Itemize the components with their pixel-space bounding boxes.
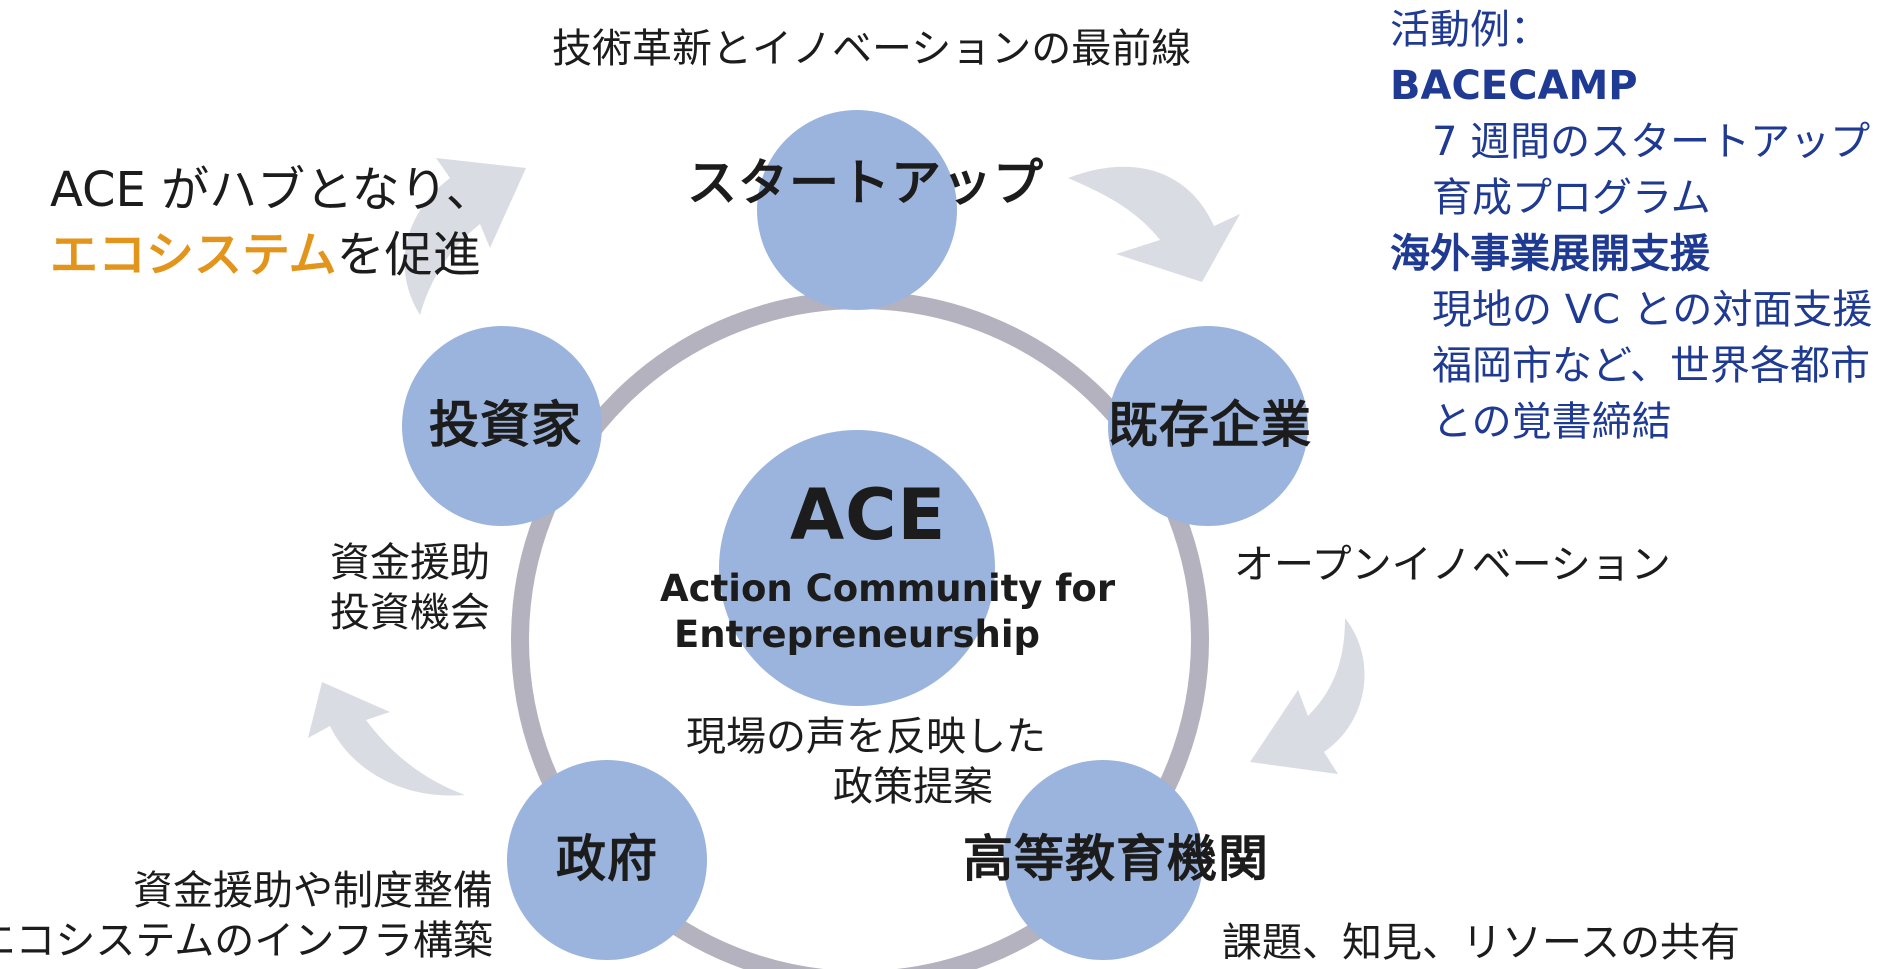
caption-policy-proposal-line2: 政策提案: [833, 764, 993, 810]
node-startup-label: スタートアップ: [687, 154, 1044, 212]
center-ace-subtitle: Action Community for Entrepreneurship: [660, 566, 1116, 659]
caption-startup: 技術革新とイノベーションの最前線: [552, 26, 1192, 72]
node-higher-education-label: 高等教育機関: [963, 830, 1269, 888]
activity-overseas-line3: との覚書締結: [1432, 399, 1672, 445]
flow-arrow-startup-to-companies: [1068, 166, 1240, 282]
hub-statement-line2: エコシステムを促進: [50, 223, 494, 288]
activity-overseas-line1: 現地の VC との対面支援: [1432, 287, 1873, 333]
caption-investors: 資金援助 投資機会: [330, 538, 490, 638]
node-investors-label: 投資家: [429, 396, 582, 454]
node-government-circle: [507, 760, 707, 960]
activity-bacecamp-title: BACECAMP: [1390, 63, 1638, 109]
node-startup-circle: [757, 110, 957, 310]
caption-policy-proposal: 現場の声を反映した 政策提案: [686, 712, 1046, 812]
activity-bacecamp-line1: 7 週間のスタートアップ: [1432, 119, 1871, 165]
hub-highlight: エコシステム: [50, 226, 337, 283]
caption-investors-line2: 投資機会: [330, 590, 490, 636]
flow-arrow-government-to-investors: [308, 682, 465, 796]
hub-statement-line2-rest: を促進: [336, 226, 481, 283]
node-government-label: 政府: [556, 830, 658, 888]
node-existing-companies-label: 既存企業: [1108, 396, 1312, 454]
caption-government: 資金援助や制度整備 エコシステムのインフラ構築: [0, 866, 493, 966]
activity-overseas-line2: 福岡市など、世界各都市: [1432, 343, 1870, 389]
node-investors-circle: [402, 326, 602, 526]
caption-government-line2: エコシステムのインフラ構築: [0, 918, 493, 964]
activity-bacecamp-line2: 育成プログラム: [1432, 175, 1711, 221]
flow-arrow-companies-to-education: [1250, 618, 1365, 774]
caption-policy-proposal-line1: 現場の声を反映した: [686, 714, 1046, 760]
center-ace-subtitle-line1: Action Community for: [660, 567, 1116, 610]
caption-government-line1: 資金援助や制度整備: [133, 868, 493, 914]
node-existing-companies-circle: [1108, 326, 1308, 526]
flow-arrows: [308, 158, 1365, 796]
node-higher-education-circle: [1003, 760, 1203, 960]
hub-statement-line1: ACE がハブとなり、: [50, 162, 494, 218]
center-ace-title: ACE: [790, 474, 947, 556]
activity-overseas-title: 海外事業展開支援: [1390, 231, 1710, 277]
activities-panel: 活動例： BACECAMP 7 週間のスタートアップ 育成プログラム 海外事業展…: [1390, 2, 1872, 450]
hub-statement: ACE がハブとなり、 エコシステムを促進: [50, 158, 494, 288]
caption-existing-companies: オープンイノベーション: [1234, 542, 1671, 588]
flow-arrow-investors-to-startup: [404, 158, 526, 315]
caption-higher-education: 課題、知見、リソースの共有: [1222, 920, 1740, 966]
caption-investors-line1: 資金援助: [330, 540, 490, 586]
activities-heading: 活動例：: [1390, 7, 1550, 53]
node-ace-center-circle: [719, 430, 995, 706]
stakeholder-nodes: [402, 110, 1308, 960]
center-ace-subtitle-line2: Entrepreneurship: [673, 613, 1041, 657]
